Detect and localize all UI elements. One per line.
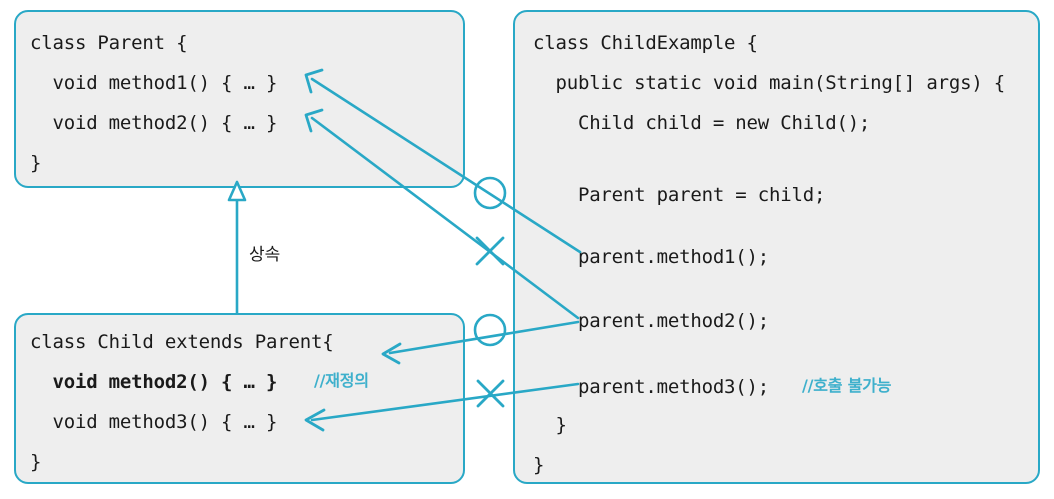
example-line-8: } (533, 454, 545, 476)
example-line-0: class ChildExample { (533, 32, 758, 54)
parent-line-1: void method1() { … } (30, 72, 278, 94)
marker-x-top (475, 236, 505, 266)
marker-x-bottom (476, 379, 505, 408)
inheritance-label: 상속 (249, 245, 281, 265)
example-line-2: Child child = new Child(); (533, 112, 871, 134)
example-line-4: parent.method1(); (533, 246, 770, 268)
child-line-2: void method3() { … } (30, 411, 278, 433)
example-line-7: } (533, 414, 567, 436)
child-line-0: class Child extends Parent{ (30, 331, 334, 353)
example-line-1: public static void main(String[] args) { (533, 72, 1006, 94)
child-line-1: void method2() { … } (30, 371, 278, 393)
inheritance-arrow (227, 180, 247, 315)
class-parent-box: class Parent { void method1() { … } void… (14, 10, 465, 188)
marker-circle-top (473, 176, 507, 210)
example-not-callable-comment: //호출 불가능 (802, 376, 892, 395)
example-line-3: Parent parent = child; (533, 184, 826, 206)
parent-line-0: class Parent { (30, 32, 188, 54)
child-line-3: } (30, 451, 42, 473)
parent-line-3: } (30, 152, 42, 174)
example-line-6: parent.method3(); (533, 376, 770, 398)
example-line-5: parent.method2(); (533, 310, 770, 332)
class-childexample-box: class ChildExample { public static void … (513, 10, 1040, 484)
marker-circle-bottom (473, 313, 507, 347)
child-override-comment: //재정의 (314, 371, 369, 390)
parent-line-2: void method2() { … } (30, 112, 278, 134)
class-child-box: class Child extends Parent{ void method2… (14, 313, 465, 484)
